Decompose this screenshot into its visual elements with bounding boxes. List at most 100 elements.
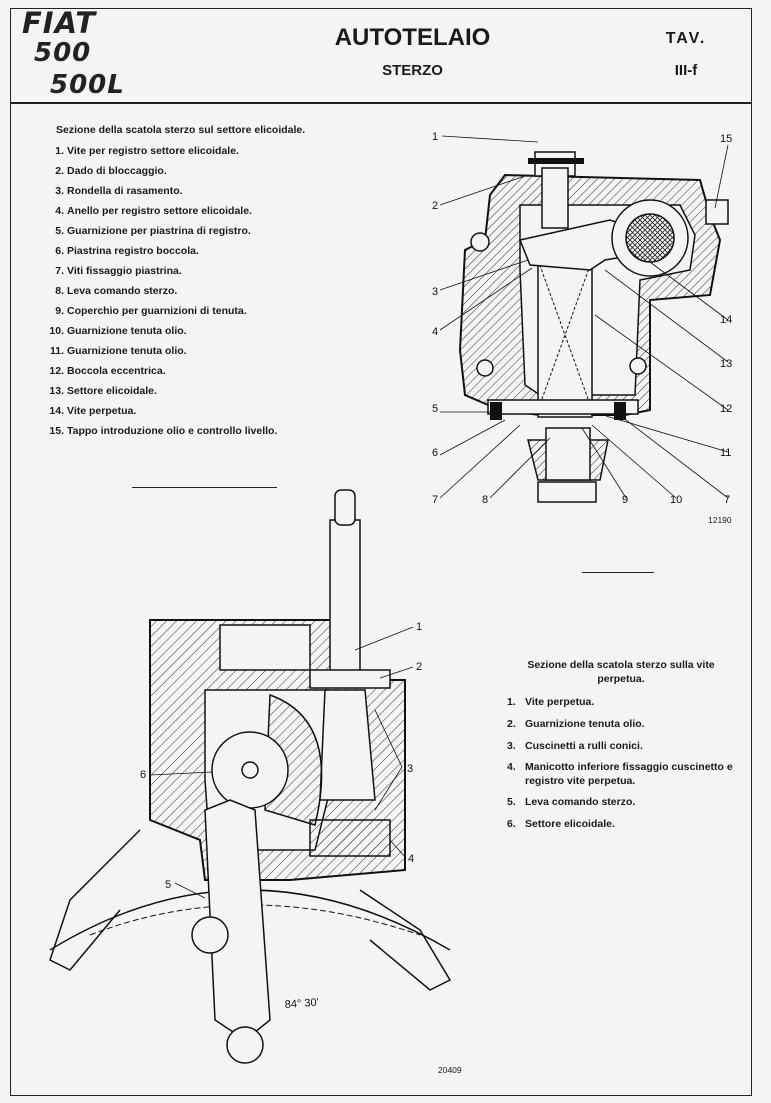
list-item: 4.Manicotto inferiore fissaggio cuscinet… [507, 761, 735, 788]
item-number: 9. [55, 305, 64, 317]
callout-13: 13 [720, 358, 732, 370]
brand-line-2: 500 [34, 38, 92, 68]
angle-label: 84° 30' [284, 997, 319, 1011]
callout-9: 9 [622, 494, 628, 506]
item-number: 6. [55, 245, 64, 257]
section-divider [582, 572, 654, 573]
item-number: 8. [55, 285, 64, 297]
item-number: 4. [55, 205, 64, 217]
callout-6: 6 [432, 447, 438, 459]
legend-bottom: Sezione della scatola sterzo sulla vite … [507, 659, 735, 840]
table-label: TAV. [665, 30, 707, 47]
brand-line-1: FIAT [22, 6, 97, 40]
header-divider [10, 102, 752, 104]
item-text: Leva comando sterzo. [67, 285, 178, 297]
item-number: 1. [55, 145, 64, 157]
list-item: 1. Vite perpetua. [507, 696, 735, 710]
item-number: 12. [49, 365, 64, 377]
list-item: 15.Tappo introduzione olio e controllo l… [42, 425, 382, 437]
section-divider [132, 487, 277, 488]
item-number: 5. [507, 796, 516, 809]
item-text: Dado di bloccaggio. [67, 165, 167, 177]
callout-5: 5 [165, 879, 171, 891]
item-text: Rondella di rasamento. [67, 185, 183, 197]
callout-12: 12 [720, 403, 732, 415]
steering-box-section-diagram: 1 2 3 4 5 6 7 8 9 10 7 11 12 13 14 15 12… [410, 120, 750, 550]
item-number: 2. [55, 165, 64, 177]
figure-code: 20409 [438, 1065, 462, 1075]
item-text: Vite per registro settore elicoidale. [67, 145, 239, 157]
item-text: Guarnizione tenuta olio. [67, 345, 187, 357]
item-number: 1. [507, 696, 516, 709]
callout-15: 15 [720, 133, 732, 145]
legend-top-caption: Sezione della scatola sterzo sul settore… [56, 124, 306, 136]
list-item: 14.Vite perpetua. [42, 405, 382, 417]
item-text: Vite perpetua. [525, 696, 595, 709]
item-text: Guarnizione per piastrina di registro. [67, 225, 251, 237]
list-item: 5.Guarnizione per piastrina di registro. [42, 225, 382, 237]
list-item: 10.Guarnizione tenuta olio. [42, 325, 382, 337]
callout-2: 2 [416, 661, 422, 673]
callout-3: 3 [432, 286, 438, 298]
item-number: 10. [49, 325, 64, 337]
item-text: Piastrina registro boccola. [67, 245, 199, 257]
item-number: 3. [55, 185, 64, 197]
legend-bottom-caption: Sezione della scatola sterzo sulla vite … [527, 659, 715, 685]
item-number: 7. [55, 265, 64, 277]
list-item: 9.Coperchio per guarnizioni di tenuta. [42, 305, 382, 317]
list-item: 8.Leva comando sterzo. [42, 285, 382, 297]
callout-5: 5 [432, 403, 438, 415]
item-text: Settore elicoidale. [67, 385, 157, 397]
steering-box-section-drawing: 1 2 3 4 5 6 7 8 9 10 7 11 12 13 14 15 [432, 131, 732, 506]
callout-14: 14 [720, 314, 732, 326]
item-number: 14. [49, 405, 64, 417]
legend-top: Sezione della scatola sterzo sul settore… [42, 124, 382, 445]
list-item: 2. Guarnizione tenuta olio. [507, 718, 735, 732]
callout-7b: 7 [724, 494, 730, 506]
item-text: Settore elicoidale. [525, 818, 615, 831]
table-number: III-f [674, 62, 698, 79]
page-frame [10, 8, 752, 1096]
page-title: AUTOTELAIO [334, 24, 491, 51]
figure-code: 12190 [708, 515, 732, 525]
item-text: Anello per registro settore elicoidale. [67, 205, 252, 217]
item-text: Boccola eccentrica. [67, 365, 166, 377]
list-item: 2.Dado di bloccaggio. [42, 165, 382, 177]
item-number: 13. [49, 385, 64, 397]
callout-1: 1 [416, 621, 422, 633]
list-item: 6.Piastrina registro boccola. [42, 245, 382, 257]
callout-1: 1 [432, 131, 438, 143]
item-number: 5. [55, 225, 64, 237]
callout-11: 11 [720, 447, 731, 459]
item-number: 4. [507, 761, 516, 774]
callout-4: 4 [408, 853, 414, 865]
callout-7: 7 [432, 494, 438, 506]
callout-2: 2 [432, 200, 438, 212]
list-item: 7.Viti fissaggio piastrina. [42, 265, 382, 277]
item-text: Guarnizione tenuta olio. [525, 717, 645, 730]
worm-screw-section-drawing: 1 2 3 4 5 6 84° 30' [49, 489, 452, 1064]
item-number: 3. [507, 739, 516, 752]
callout-6: 6 [140, 769, 146, 781]
list-item: 12.Boccola eccentrica. [42, 365, 382, 377]
item-number: 2. [507, 717, 516, 730]
callout-3: 3 [407, 763, 413, 775]
list-item: 5. Leva comando sterzo. [507, 796, 735, 810]
page-subtitle: STERZO [382, 62, 443, 79]
callout-10: 10 [670, 494, 682, 506]
list-item: 13.Settore elicoidale. [42, 385, 382, 397]
list-item: 3.Rondella di rasamento. [42, 185, 382, 197]
item-number: 6. [507, 818, 516, 831]
item-text: Leva comando sterzo. [525, 796, 636, 809]
item-text: Guarnizione tenuta olio. [67, 325, 187, 337]
list-item: 6. Settore elicoidale. [507, 818, 735, 832]
item-text: Vite perpetua. [67, 405, 137, 417]
item-text: Cuscinetti a rulli conici. [525, 739, 643, 752]
item-text: Viti fissaggio piastrina. [67, 265, 182, 277]
callout-4: 4 [432, 326, 438, 338]
list-item: 3. Cuscinetti a rulli conici. [507, 740, 735, 754]
item-text: Tappo introduzione olio e controllo live… [67, 425, 278, 437]
worm-screw-section-diagram: 1 2 3 4 5 6 84° 30' 20409 [30, 480, 500, 1080]
item-number: 11. [49, 345, 64, 357]
list-item: 4.Anello per registro settore elicoidale… [42, 205, 382, 217]
